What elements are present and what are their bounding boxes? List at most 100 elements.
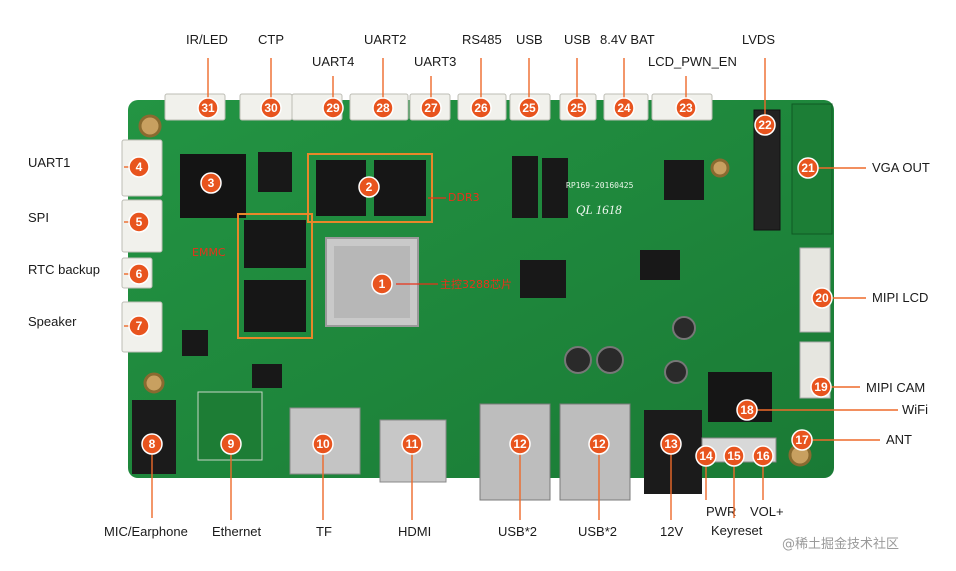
callout-label: MIC/Earphone — [104, 524, 188, 539]
callout-badge — [128, 315, 150, 337]
callout-badge — [791, 429, 813, 451]
callout-label: RS485 — [462, 32, 502, 47]
callout-label: LVDS — [742, 32, 775, 47]
callout-number: 2 — [366, 180, 373, 194]
callout-badge — [197, 97, 219, 119]
callout-badge — [752, 445, 774, 467]
callout-label: HDMI — [398, 524, 431, 539]
callout-number: 30 — [264, 101, 278, 115]
callout-number: 13 — [664, 437, 678, 451]
callout-badge — [811, 287, 833, 309]
callout-badge — [128, 211, 150, 233]
callout-label: UART4 — [312, 54, 354, 69]
callout-badge — [797, 157, 819, 179]
callout-badge — [260, 97, 282, 119]
inline-cpu-label: 主控3288芯片 — [440, 277, 512, 291]
ic-6 — [520, 260, 566, 298]
callout-label: TF — [316, 524, 332, 539]
callout-number: 17 — [795, 433, 809, 447]
callout-number: 25 — [522, 101, 536, 115]
callout-number: 12 — [592, 437, 606, 451]
watermark: @稀土掘金技术社区 — [782, 536, 899, 552]
callout-badge — [518, 97, 540, 119]
callout-label: UART2 — [364, 32, 406, 47]
callout-label: USB — [516, 32, 543, 47]
callout-number: 22 — [758, 118, 772, 132]
callout-label: UART1 — [28, 155, 70, 170]
callout-number: 29 — [326, 101, 340, 115]
callout-label: PWR — [706, 504, 736, 519]
callout-label: IR/LED — [186, 32, 228, 47]
ddr-chip-c — [244, 220, 306, 268]
pcb-board: RP169-20160425 QL 1618 DDR3 EMMC 主控3288芯… — [121, 93, 834, 501]
pcb-substrate — [128, 100, 834, 478]
callout-badge — [141, 433, 163, 455]
cap-1 — [564, 346, 592, 374]
mounting-hole-tl — [138, 114, 162, 138]
callout-badge — [736, 399, 758, 421]
callout-badge — [509, 433, 531, 455]
callout-number: 27 — [424, 101, 438, 115]
ic-1 — [258, 152, 292, 192]
ddr-highlight-top — [307, 153, 433, 223]
callout-number: 6 — [136, 267, 143, 281]
mounting-hole-mid — [710, 158, 730, 178]
callout-label: Speaker — [28, 314, 77, 329]
callout-label: 8.4V BAT — [600, 32, 655, 47]
ic-5 — [640, 250, 680, 280]
callout-badge — [128, 156, 150, 178]
callout-badge — [588, 433, 610, 455]
callout-number: 18 — [740, 403, 754, 417]
callout-number: 8 — [149, 437, 156, 451]
callout-label: USB*2 — [498, 524, 537, 539]
callout-number: 23 — [679, 101, 693, 115]
cap-4 — [664, 360, 688, 384]
callout-number: 24 — [617, 101, 631, 115]
callout-label: ANT — [886, 432, 912, 447]
callout-number: 16 — [756, 449, 770, 463]
inline-emmc-label: EMMC — [192, 246, 226, 259]
callout-number: 12 — [513, 437, 527, 451]
callout-number: 20 — [815, 291, 829, 305]
ic-3 — [542, 158, 568, 218]
ddr-chip-d — [244, 280, 306, 332]
callout-badge — [220, 433, 242, 455]
cap-2 — [596, 346, 624, 374]
callout-label: RTC backup — [28, 262, 100, 277]
silkscreen-model: RP169-20160425 — [566, 181, 634, 190]
callout-badge — [675, 97, 697, 119]
ddr-highlight-left — [237, 213, 313, 339]
callout-number: 19 — [814, 380, 828, 394]
silkscreen-mark: QL 1618 — [576, 202, 622, 217]
ic-4 — [664, 160, 704, 200]
inline-ddr-label: DDR3 — [448, 191, 480, 204]
callout-badge — [810, 376, 832, 398]
callout-badge — [200, 172, 222, 194]
callout-badge — [372, 97, 394, 119]
callout-label: SPI — [28, 210, 49, 225]
callout-badge — [371, 273, 393, 295]
callout-label: USB*2 — [578, 524, 617, 539]
ddr-chip-a — [316, 160, 366, 216]
callout-label: MIPI LCD — [872, 290, 928, 305]
callout-number: 14 — [699, 449, 713, 463]
callout-number: 3 — [208, 176, 215, 190]
callout-badge — [613, 97, 635, 119]
callout-number: 7 — [136, 319, 143, 333]
callout-number: 9 — [228, 437, 235, 451]
callout-number: 28 — [376, 101, 390, 115]
callout-badge — [723, 445, 745, 467]
callout-label: LCD_PWN_EN — [648, 54, 737, 69]
callout-number: 11 — [406, 437, 419, 451]
callout-badge — [401, 433, 423, 455]
callout-badge — [128, 263, 150, 285]
callout-badge — [322, 97, 344, 119]
callout-number: 25 — [570, 101, 584, 115]
callout-number: 1 — [379, 277, 386, 291]
callout-label: Keyreset — [711, 523, 763, 538]
callout-badge — [695, 445, 717, 467]
callout-badge — [358, 176, 380, 198]
callout-badge — [754, 114, 776, 136]
